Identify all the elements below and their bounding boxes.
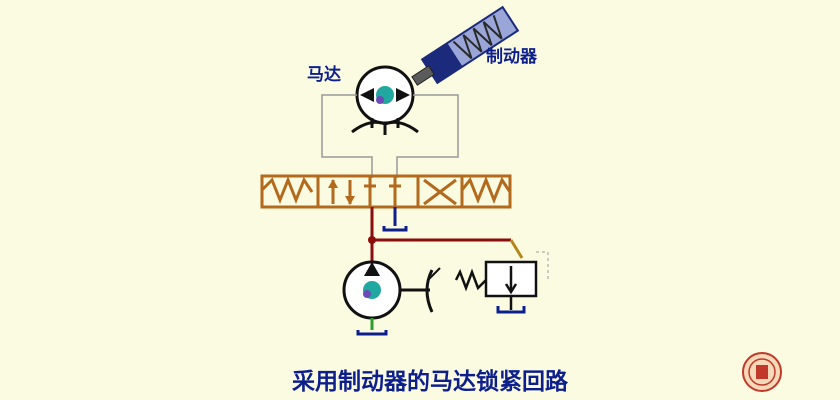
pilot-drain-line bbox=[536, 251, 549, 280]
brake-cylinder bbox=[411, 5, 520, 86]
pressure-line bbox=[370, 207, 511, 270]
motor-pilot-lines bbox=[321, 94, 459, 178]
valve-arrowheads bbox=[328, 179, 355, 205]
directional-valve bbox=[260, 174, 512, 209]
brake-spring bbox=[452, 15, 503, 60]
return-line bbox=[382, 207, 408, 232]
brake-label: 制动器 bbox=[486, 47, 537, 67]
hydraulic-motor bbox=[351, 65, 419, 135]
motor-brake-shoes bbox=[351, 118, 419, 135]
junction-dot bbox=[368, 236, 376, 244]
suction-line bbox=[356, 318, 388, 336]
motor-label: 马达 bbox=[307, 65, 341, 85]
university-logo bbox=[742, 352, 782, 392]
pressure-valve bbox=[454, 260, 538, 314]
hydraulic-pump bbox=[342, 260, 441, 320]
diagram-caption: 采用制动器的马达锁紧回路 bbox=[292, 369, 568, 395]
pilot-line bbox=[509, 239, 524, 259]
